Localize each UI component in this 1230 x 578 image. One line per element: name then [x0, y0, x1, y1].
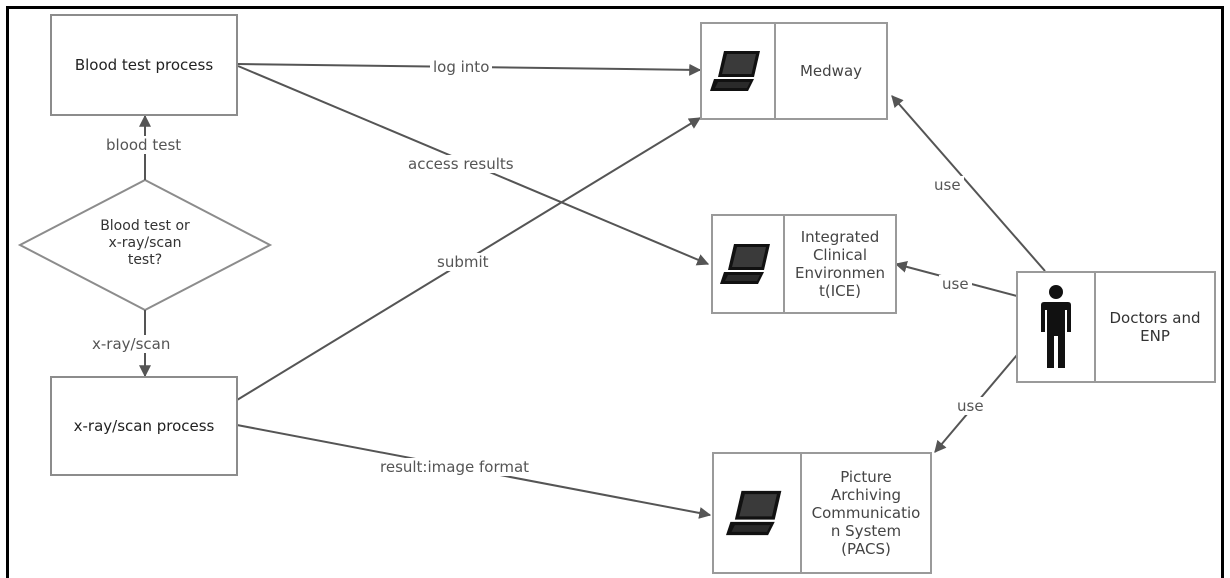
- laptop-icon: [720, 244, 770, 284]
- edge-label-result-image-format: result:image format: [377, 458, 533, 476]
- edge-label-submit: submit: [434, 253, 492, 271]
- decision-line-3: test?: [127, 252, 163, 268]
- ice-label-line-3: Environmen: [795, 264, 885, 282]
- pacs-label-line-5: (PACS): [841, 540, 891, 558]
- actor-icon-cell: [1018, 273, 1096, 381]
- xray-scan-process-box: x-ray/scan process: [50, 376, 238, 476]
- edge-use-medway: [891, 95, 1046, 272]
- actor-label-line-1: Doctors and: [1109, 309, 1201, 327]
- blood-test-process-label: Blood test process: [74, 56, 214, 74]
- decision-label: Blood test or x-ray/scan test?: [75, 218, 215, 269]
- ice-label-line-1: Integrated: [800, 228, 880, 246]
- ice-icon-cell: [713, 216, 785, 312]
- ice-label-line-2: Clinical: [812, 246, 868, 264]
- edge-label-xray-scan: x-ray/scan: [89, 335, 174, 353]
- laptop-icon: [710, 51, 760, 91]
- pacs-label-line-3: Communicatio: [811, 504, 921, 522]
- edge-label-use-ice: use: [939, 275, 972, 293]
- ice-system-box: Integrated Clinical Environmen t(ICE): [711, 214, 897, 314]
- edge-label-use-pacs: use: [954, 397, 987, 415]
- pacs-label-line-2: Archiving: [830, 486, 902, 504]
- edge-label-log-into: log into: [430, 58, 493, 76]
- medway-icon-cell: [702, 24, 776, 118]
- laptop-icon: [726, 490, 782, 536]
- pacs-system-box: Picture Archiving Communicatio n System …: [712, 452, 932, 574]
- pacs-label-line-4: n System: [830, 522, 902, 540]
- actor-label: Doctors and ENP: [1096, 273, 1214, 381]
- pacs-label: Picture Archiving Communicatio n System …: [802, 454, 930, 572]
- edge-label-access-results: access results: [405, 155, 517, 173]
- ice-label-line-4: t(ICE): [819, 282, 861, 300]
- medway-label: Medway: [799, 62, 863, 80]
- actor-label-line-2: ENP: [1140, 327, 1170, 345]
- xray-scan-process-label: x-ray/scan process: [73, 417, 215, 435]
- person-icon: [1041, 285, 1071, 368]
- pacs-label-line-1: Picture: [840, 468, 892, 486]
- edge-label-blood-test: blood test: [103, 136, 185, 154]
- ice-label: Integrated Clinical Environmen t(ICE): [785, 216, 895, 312]
- decision-line-1: Blood test or: [100, 218, 190, 234]
- pacs-icon-cell: [714, 454, 802, 572]
- doctors-actor-box: Doctors and ENP: [1016, 271, 1216, 383]
- edge-label-use-medway: use: [931, 176, 964, 194]
- blood-test-process-box: Blood test process: [50, 14, 238, 116]
- decision-line-2: x-ray/scan: [108, 235, 182, 251]
- medway-system-box: Medway: [700, 22, 888, 120]
